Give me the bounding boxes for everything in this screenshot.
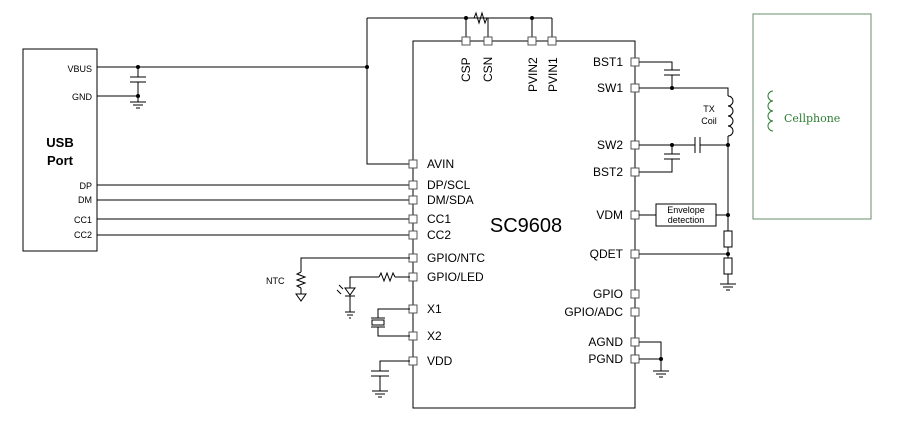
pin-label-sw2: SW2 xyxy=(597,138,623,152)
pin-label-pvin2: PVIN2 xyxy=(526,57,540,92)
sw1-wire xyxy=(639,87,729,96)
bst2-capacitor xyxy=(639,145,680,173)
receiver-coil-icon xyxy=(767,90,774,132)
ntc-label: NTC xyxy=(266,276,285,286)
pin-label-gpio-led: GPIO/LED xyxy=(427,270,484,284)
sense-resistor xyxy=(473,11,488,25)
led-emit-arrows xyxy=(336,284,344,295)
pin-label-cc1: CC1 xyxy=(427,212,451,226)
tx-coil-label-2: Coil xyxy=(701,116,717,126)
pin-label-csp: CSP xyxy=(459,57,473,82)
ntc-thermistor: NTC xyxy=(266,257,410,302)
tx-coil-label-1: TX xyxy=(703,104,715,114)
cellphone-label: Cellphone xyxy=(784,112,840,125)
usb-wires xyxy=(97,66,410,236)
led-resistor xyxy=(378,271,396,283)
cellphone: Cellphone xyxy=(752,13,872,220)
envelope-detection: Envelope detection xyxy=(639,203,730,227)
chip-body xyxy=(412,40,636,409)
pin-pvin2 xyxy=(527,36,537,46)
pin-label-bst1: BST1 xyxy=(593,55,623,69)
pin-label-vdm: VDM xyxy=(596,208,623,222)
tx-coil-icon xyxy=(727,95,734,137)
chip-sc9608: SC9608 CSP CSN PVIN2 PVIN1 AVIN DP/SCL D… xyxy=(408,36,640,409)
led-diode-icon xyxy=(344,287,356,296)
series-capacitor xyxy=(639,136,730,153)
pin-label-avin: AVIN xyxy=(427,157,454,171)
usb-pin-cc1: CC1 xyxy=(74,215,92,225)
usb-pin-gnd: GND xyxy=(72,92,93,102)
pin-csp xyxy=(461,36,471,46)
pin-pvin1 xyxy=(547,36,557,46)
pin-label-gpio-ntc: GPIO/NTC xyxy=(427,251,485,265)
vbus-capacitor xyxy=(130,65,146,109)
pin-label-pgnd: PGND xyxy=(588,352,623,366)
pin-label-x1: X1 xyxy=(427,302,442,316)
pin-label-dp-scl: DP/SCL xyxy=(427,178,471,192)
pin-label-vdd: VDD xyxy=(427,354,453,368)
ntc-ground-icon xyxy=(295,293,307,302)
vdd-capacitor xyxy=(371,360,410,398)
usb-port: USB Port VBUS GND DP DM CC1 CC2 xyxy=(22,48,98,252)
chip-name: SC9608 xyxy=(490,215,562,237)
divider-ground-icon xyxy=(720,283,736,291)
usb-port-box xyxy=(22,48,98,252)
divider-resistor-bottom xyxy=(723,257,733,275)
usb-title-line2: Port xyxy=(47,153,74,168)
pin-label-csn: CSN xyxy=(481,57,495,82)
pin-label-pvin1: PVIN1 xyxy=(546,57,560,92)
crystal xyxy=(371,308,410,337)
pin-label-agnd: AGND xyxy=(588,335,623,349)
tx-coil: TX Coil xyxy=(701,95,734,137)
led-ground-icon xyxy=(345,311,355,319)
cellphone-box xyxy=(752,13,872,220)
status-led xyxy=(336,271,410,319)
usb-pin-dm: DM xyxy=(78,195,92,205)
usb-pin-cc2: CC2 xyxy=(74,230,92,240)
pgnd-ground-icon xyxy=(653,370,669,378)
pin-label-gpio-adc: GPIO/ADC xyxy=(564,305,623,319)
crystal-body xyxy=(371,319,385,326)
pin-label-x2: X2 xyxy=(427,329,442,343)
avin-feed xyxy=(365,11,553,165)
pin-label-dm-sda: DM/SDA xyxy=(427,193,474,207)
pin-label-gpio: GPIO xyxy=(593,287,623,301)
pin-label-cc2: CC2 xyxy=(427,228,451,242)
usb-pin-vbus: VBUS xyxy=(67,64,92,74)
vdd-ground-icon xyxy=(372,390,388,398)
pin-label-bst2: BST2 xyxy=(593,165,623,179)
qdet-divider xyxy=(639,230,736,291)
pin-label-sw1: SW1 xyxy=(597,81,623,95)
divider-resistor-top xyxy=(723,230,733,248)
envelope-label-1: Envelope xyxy=(667,205,705,215)
ground-pins xyxy=(639,341,669,378)
envelope-label-2: detection xyxy=(668,215,705,225)
bst1-capacitor xyxy=(639,61,680,90)
pin-label-qdet: QDET xyxy=(590,247,624,261)
usb-pin-dp: DP xyxy=(79,181,92,191)
pin-csn xyxy=(483,36,493,46)
ground-symbol xyxy=(130,101,146,109)
usb-title-line1: USB xyxy=(46,135,73,150)
